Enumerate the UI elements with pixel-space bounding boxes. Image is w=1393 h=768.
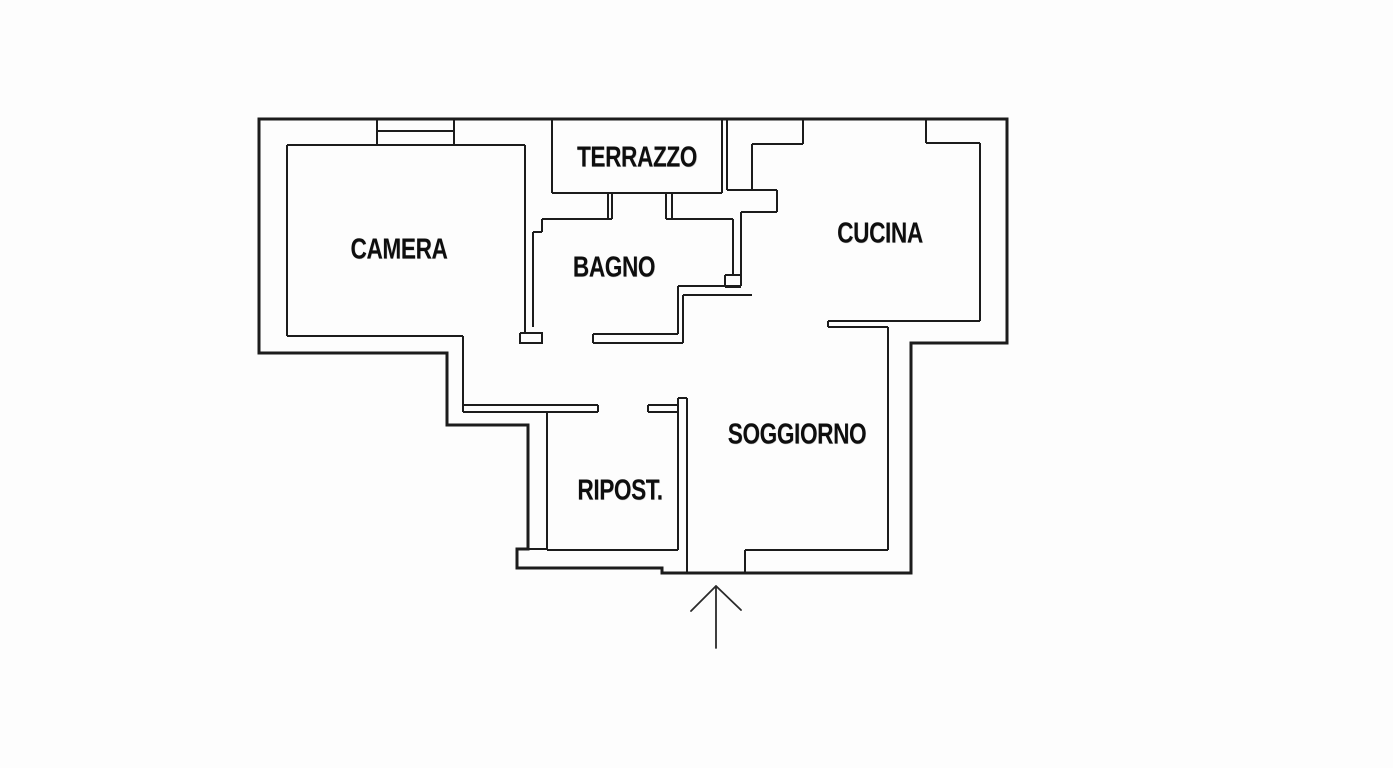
room-label-cucina: CUCINA xyxy=(837,217,923,250)
interior-walls xyxy=(285,119,982,573)
room-label-ripost: RIPOST. xyxy=(577,474,663,507)
room-label-soggiorno: SOGGIORNO xyxy=(727,418,867,451)
room-label-bagno: BAGNO xyxy=(572,251,656,284)
outer-wall-outline xyxy=(257,117,1009,575)
entrance-arrow-icon xyxy=(690,585,742,649)
room-label-camera: CAMERA xyxy=(350,233,448,266)
room-label-terrazzo: TERRAZZO xyxy=(576,141,698,174)
